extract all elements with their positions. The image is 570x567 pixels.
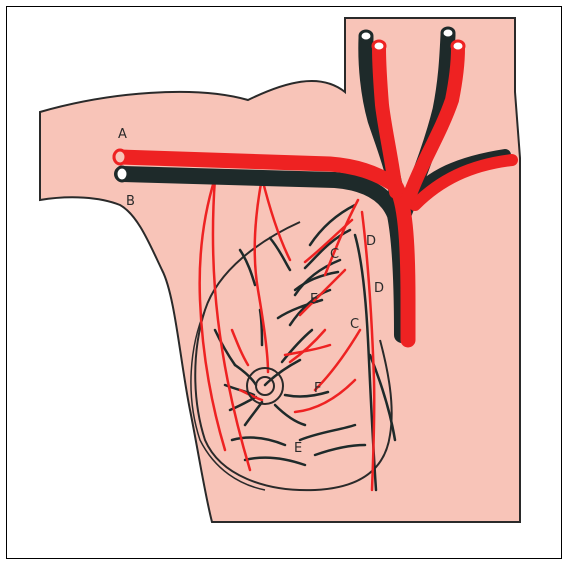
label-a: A [118, 127, 127, 142]
label-c-upper: C [330, 247, 339, 262]
artery-right-top-opening [452, 41, 464, 51]
label-f: F [314, 381, 321, 396]
vein-left-top-opening [360, 31, 372, 41]
label-c-lower: C [350, 317, 359, 332]
label-e-lower: E [294, 441, 302, 456]
vein-b-opening [116, 167, 128, 181]
label-b: B [126, 194, 135, 209]
label-d-lower: D [374, 281, 384, 296]
label-e-upper: E [310, 292, 318, 307]
vein-right-top-opening [442, 28, 454, 38]
artery-a-opening [114, 150, 126, 164]
artery-left-top-opening [373, 41, 385, 51]
label-d-upper: D [366, 234, 376, 249]
